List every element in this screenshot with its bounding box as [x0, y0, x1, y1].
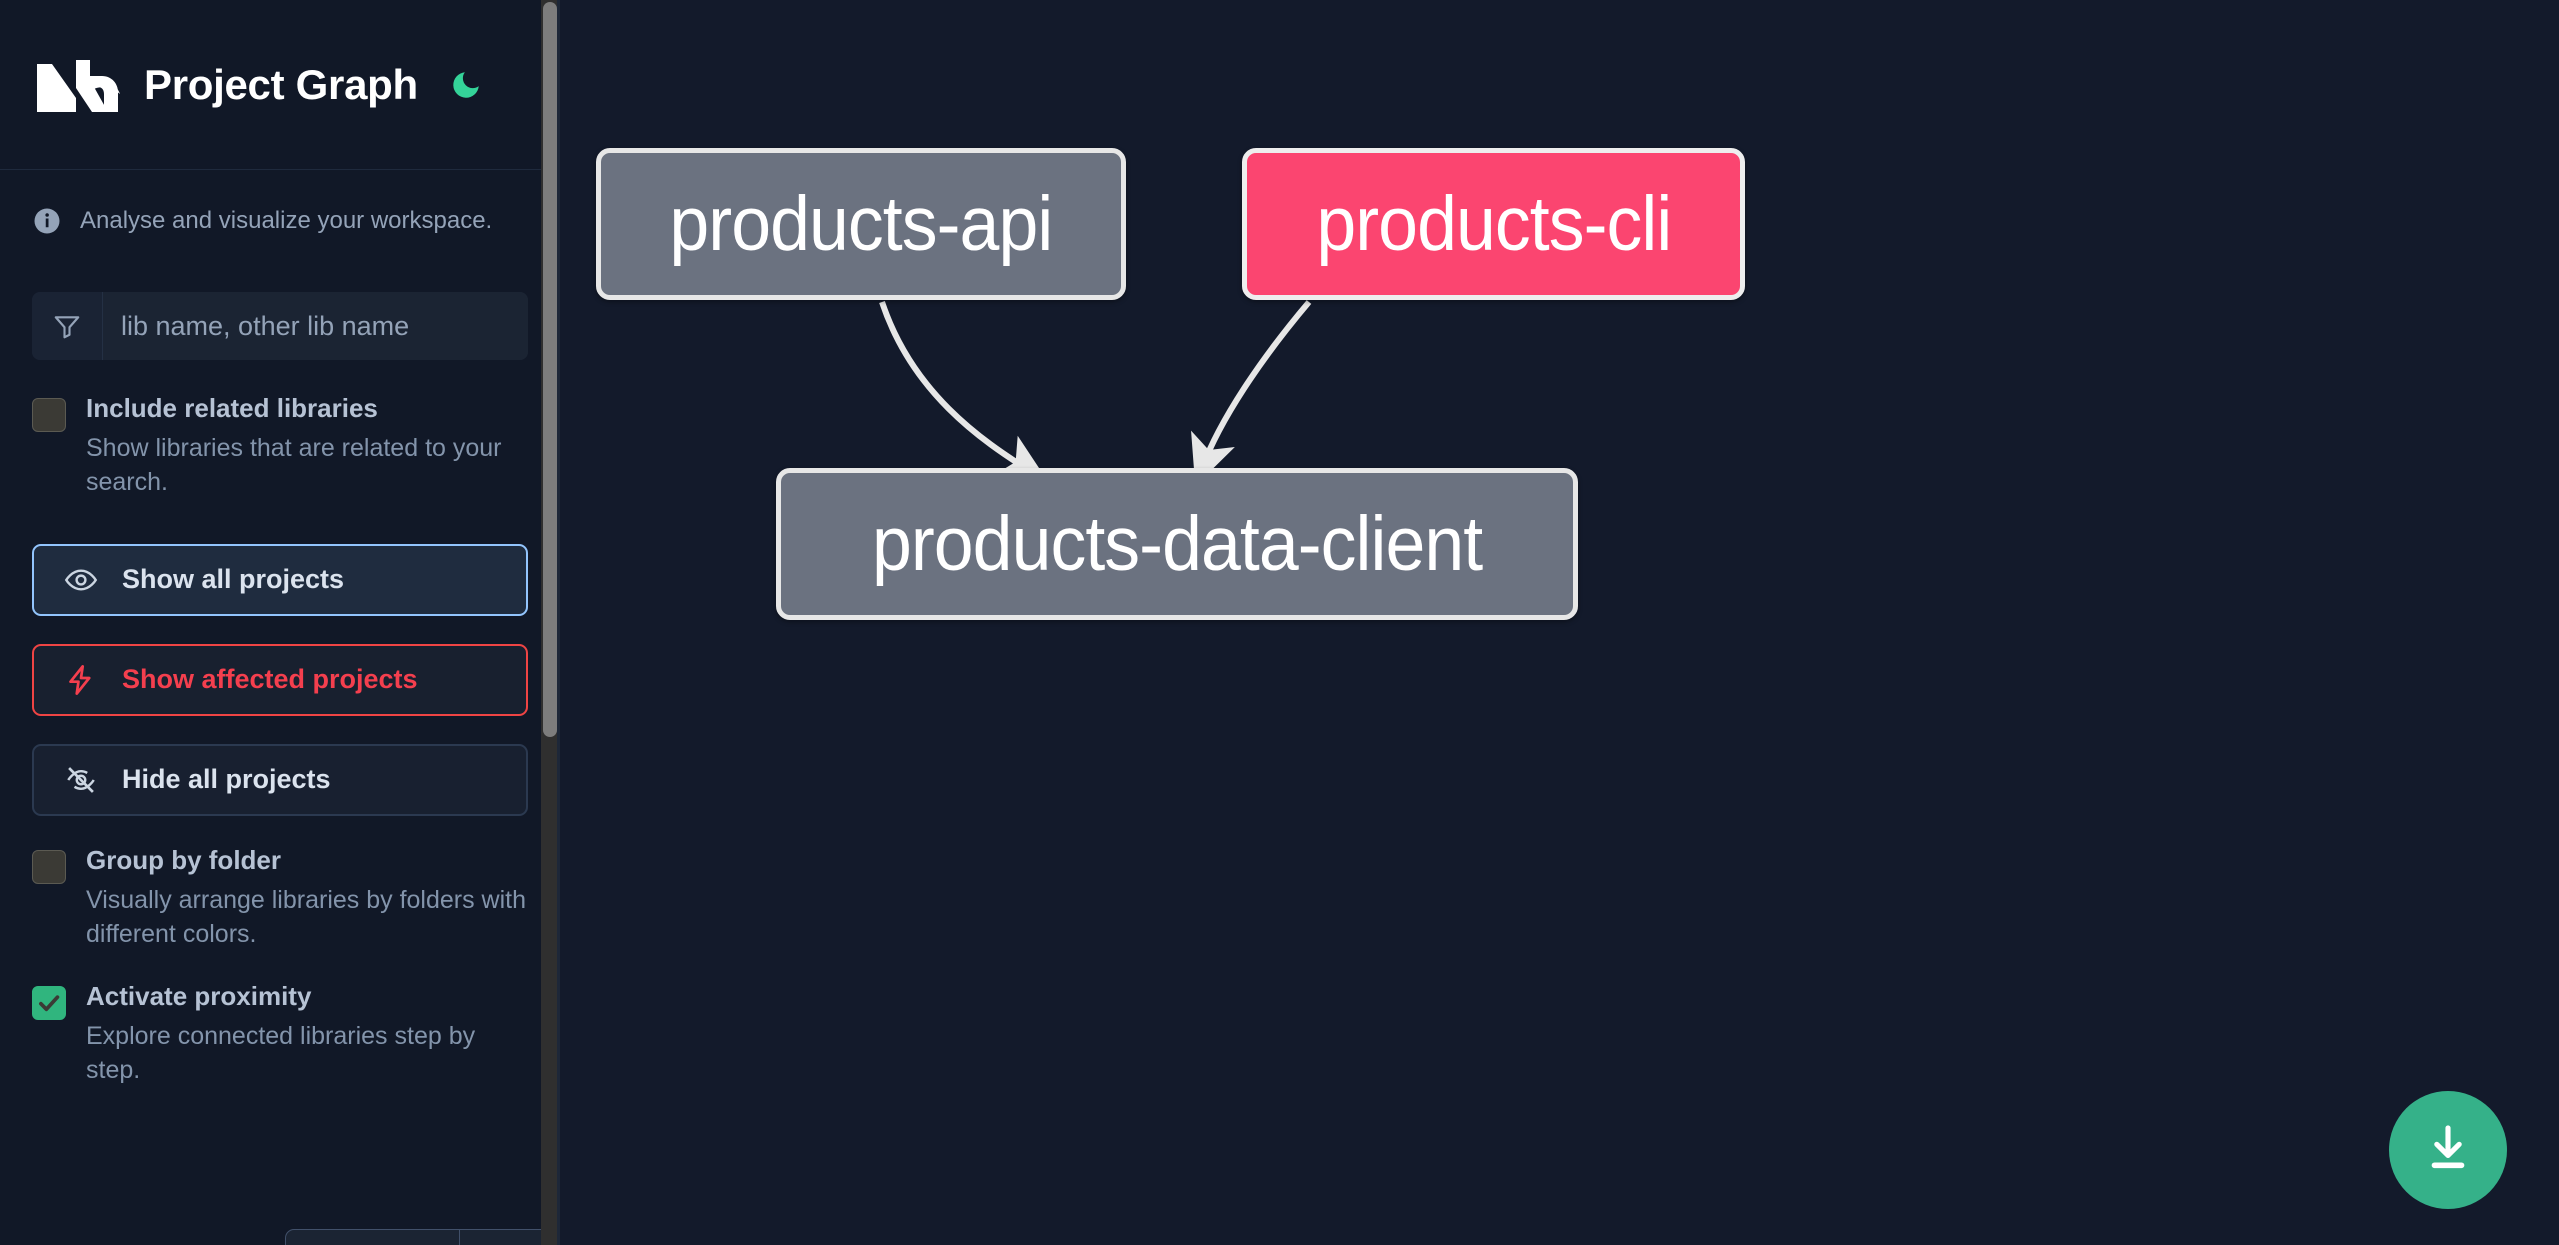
sidebar-scrollbar-thumb[interactable] — [543, 2, 557, 737]
search-input[interactable] — [103, 292, 528, 360]
option-activate-proximity[interactable]: Activate proximity Explore connected lib… — [0, 980, 560, 1088]
page-title: Project Graph — [144, 60, 418, 108]
option-description: Show libraries that are related to your … — [86, 433, 502, 497]
button-label: Show all projects — [122, 564, 345, 595]
visibility-button-group: Show all projects Show affected projects — [32, 543, 528, 816]
edge-products-api-to-products-data-client — [879, 301, 1049, 483]
moon-icon[interactable] — [446, 65, 486, 105]
download-image-button[interactable] — [2389, 1091, 2507, 1209]
eye-icon — [60, 563, 102, 597]
sidebar-header: Project Graph — [0, 0, 560, 170]
search-field[interactable] — [32, 292, 528, 360]
option-group-by-folder[interactable]: Group by folder Visually arrange librari… — [0, 844, 560, 952]
option-label: Activate proximity — [86, 980, 312, 1011]
proximity-step-option[interactable] — [286, 1230, 460, 1245]
filter-icon — [32, 292, 103, 360]
option-label: Include related libraries — [86, 393, 378, 423]
option-label: Group by folder — [86, 844, 281, 875]
show-affected-projects-button[interactable]: Show affected projects — [32, 643, 528, 716]
tagline: Analyse and visualize your workspace. — [0, 170, 560, 236]
graph-node-products-data-client[interactable]: products-data-client — [776, 468, 1578, 620]
graph-node-products-cli[interactable]: products-cli — [1242, 148, 1745, 300]
node-label: products-cli — [1316, 180, 1672, 267]
nx-logo-icon — [32, 54, 122, 116]
graph-edges — [879, 300, 1312, 486]
edge-products-cli-to-products-data-client — [1191, 300, 1312, 486]
graph-canvas[interactable]: products-api products-cli products-data-… — [560, 0, 2559, 1245]
eye-off-icon — [60, 763, 102, 797]
node-label: products-api — [669, 180, 1054, 267]
checkbox-include-related-libraries[interactable] — [32, 398, 66, 432]
checkbox-group-by-folder[interactable] — [32, 849, 66, 884]
checkbox-activate-proximity[interactable] — [32, 985, 66, 1020]
graph-node-products-api[interactable]: products-api — [596, 148, 1126, 300]
option-include-related-libraries[interactable]: Include related libraries Show libraries… — [0, 393, 560, 500]
sidebar: Project Graph Analyse and visualize your… — [0, 0, 560, 1245]
hide-all-projects-button[interactable]: Hide all projects — [32, 743, 528, 816]
button-label: Hide all projects — [122, 764, 331, 795]
sidebar-divider — [557, 0, 560, 1245]
download-icon — [2420, 1120, 2476, 1181]
tagline-text: Analyse and visualize your workspace. — [80, 206, 493, 234]
show-all-projects-button[interactable]: Show all projects — [32, 543, 528, 616]
button-label: Show affected projects — [122, 664, 418, 695]
lightning-icon — [60, 663, 102, 697]
node-label: products-data-client — [871, 500, 1483, 587]
option-description: Visually arrange libraries by folders wi… — [86, 885, 527, 949]
option-description: Explore connected libraries step by step… — [86, 1021, 476, 1085]
sidebar-content: Project Graph Analyse and visualize your… — [0, 0, 560, 1245]
sidebar-scrollbar-track[interactable] — [541, 0, 560, 1245]
info-icon — [32, 206, 62, 236]
proximity-step-button-group[interactable] — [285, 1229, 560, 1245]
